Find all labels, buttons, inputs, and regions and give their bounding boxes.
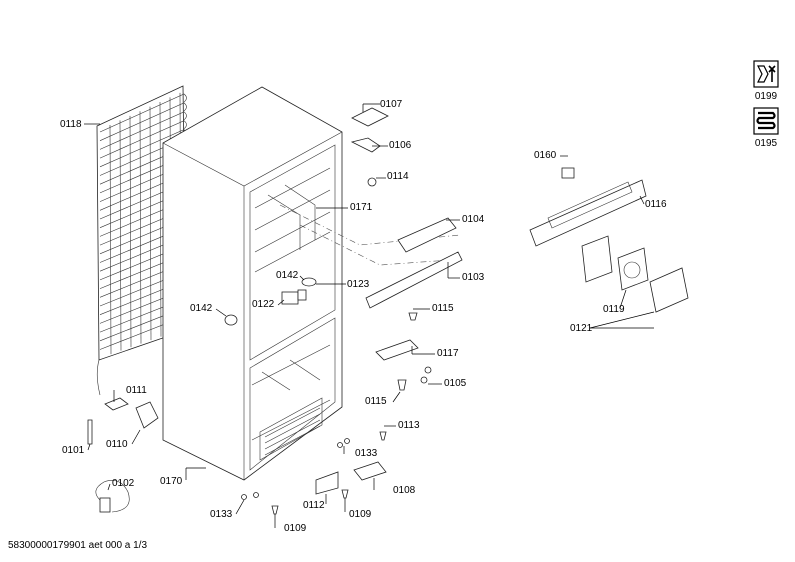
part-label-0117: 0117 bbox=[437, 348, 459, 359]
part-0109-screws bbox=[271, 489, 349, 515]
part-0107-lamp-cover bbox=[351, 107, 389, 127]
part-label-0133a: 0133 bbox=[355, 448, 378, 459]
part-label-0109b: 0109 bbox=[284, 523, 307, 534]
part-label-0123: 0123 bbox=[347, 279, 370, 290]
part-label-0119: 0119 bbox=[603, 304, 625, 315]
part-0119-fan bbox=[617, 247, 649, 291]
leader-label-0122 bbox=[277, 299, 285, 306]
part-0108-lower-hinge bbox=[353, 461, 387, 481]
part-0114-screw bbox=[367, 177, 377, 187]
part-label-0109a: 0109 bbox=[349, 509, 372, 520]
part-0106-bracket bbox=[350, 137, 381, 153]
document-footer: 58300000179901 aet 000 a 1/3 bbox=[8, 540, 148, 551]
condenser-strut bbox=[149, 106, 152, 341]
part-0103-rail bbox=[365, 251, 463, 309]
condenser-wire bbox=[99, 120, 187, 159]
part-label-0116: 0116 bbox=[645, 199, 667, 210]
part-label-0103: 0103 bbox=[462, 272, 485, 283]
part-0121-fan-housing bbox=[581, 235, 613, 283]
condenser-wire bbox=[99, 93, 187, 133]
part-label-0122: 0122 bbox=[252, 299, 275, 310]
leader-label-0102 bbox=[107, 483, 111, 491]
part-0160-switch bbox=[561, 167, 575, 179]
part-0115-screws bbox=[397, 312, 418, 391]
part-label-0110: 0110 bbox=[106, 439, 128, 450]
condenser-wire bbox=[99, 102, 187, 141]
part-0119-cover bbox=[649, 267, 689, 313]
leader-label-0119 bbox=[619, 289, 627, 309]
side-label-0195: 0195 bbox=[754, 138, 778, 149]
leader-lines bbox=[84, 103, 655, 528]
part-label-0114: 0114 bbox=[387, 171, 409, 182]
part-0101-grommet bbox=[87, 419, 93, 445]
part-label-0171: 0171 bbox=[350, 202, 373, 213]
heater-coil-icon bbox=[753, 107, 779, 135]
part-label-0108: 0108 bbox=[393, 485, 416, 496]
part-labels: 0118 0107 0106 0114 0171 0104 0103 0142 0142 0123… bbox=[60, 99, 667, 534]
part-label-0111: 0111 bbox=[126, 385, 147, 396]
condenser-strut bbox=[129, 115, 132, 348]
service-wrench-icon bbox=[753, 60, 779, 88]
leader-label-0115b bbox=[392, 391, 401, 403]
part-label-0118: 0118 bbox=[60, 119, 82, 130]
part-label-0160: 0160 bbox=[534, 150, 557, 161]
part-label-0104: 0104 bbox=[462, 214, 485, 225]
part-label-0112: 0112 bbox=[303, 500, 325, 511]
part-label-0107: 0107 bbox=[380, 99, 403, 110]
part-0105-washers bbox=[420, 366, 432, 384]
condenser-wire bbox=[99, 111, 187, 150]
part-0110-compressor-clip bbox=[135, 401, 159, 429]
condenser-strut bbox=[119, 120, 122, 351]
part-label-0115b: 0115 bbox=[365, 396, 387, 407]
part-0113-screw bbox=[379, 431, 387, 441]
part-label-0101: 0101 bbox=[62, 445, 85, 456]
part-label-0142a: 0142 bbox=[276, 270, 299, 281]
side-label-0199: 0199 bbox=[754, 91, 778, 102]
part-label-0105: 0105 bbox=[444, 378, 467, 389]
leader-label-0142b bbox=[215, 308, 227, 317]
part-0117-hinge bbox=[375, 339, 419, 361]
condenser-strut bbox=[109, 125, 112, 355]
part-0133-washers bbox=[241, 438, 350, 500]
leader-label-0116 bbox=[639, 195, 645, 205]
leader-label-0101 bbox=[87, 443, 91, 451]
part-0116-door-trim bbox=[529, 179, 647, 247]
part-label-0113: 0113 bbox=[398, 420, 420, 431]
condenser-strut bbox=[139, 111, 142, 344]
part-label-0170: 0170 bbox=[160, 476, 183, 487]
part-label-0102: 0102 bbox=[112, 478, 135, 489]
part-label-0133b: 0133 bbox=[210, 509, 233, 520]
part-label-0142b: 0142 bbox=[190, 303, 213, 314]
leader-label-0121 bbox=[589, 311, 655, 329]
part-0142-plug bbox=[224, 277, 317, 326]
part-0104-control-panel bbox=[397, 217, 457, 253]
cabinet-body bbox=[162, 86, 343, 481]
condenser-strut bbox=[159, 102, 162, 337]
part-0122-sensor bbox=[281, 289, 307, 305]
leader-label-0142a bbox=[299, 275, 305, 281]
part-0102-power-cord bbox=[95, 480, 130, 513]
leader-label-0110 bbox=[131, 429, 141, 445]
leader-label-0133b bbox=[235, 499, 245, 515]
part-label-0115a: 0115 bbox=[432, 303, 454, 314]
part-0111-relay bbox=[104, 397, 129, 411]
part-0112-cover bbox=[315, 471, 339, 495]
part-label-0121: 0121 bbox=[570, 323, 593, 334]
part-label-0106: 0106 bbox=[389, 140, 412, 151]
